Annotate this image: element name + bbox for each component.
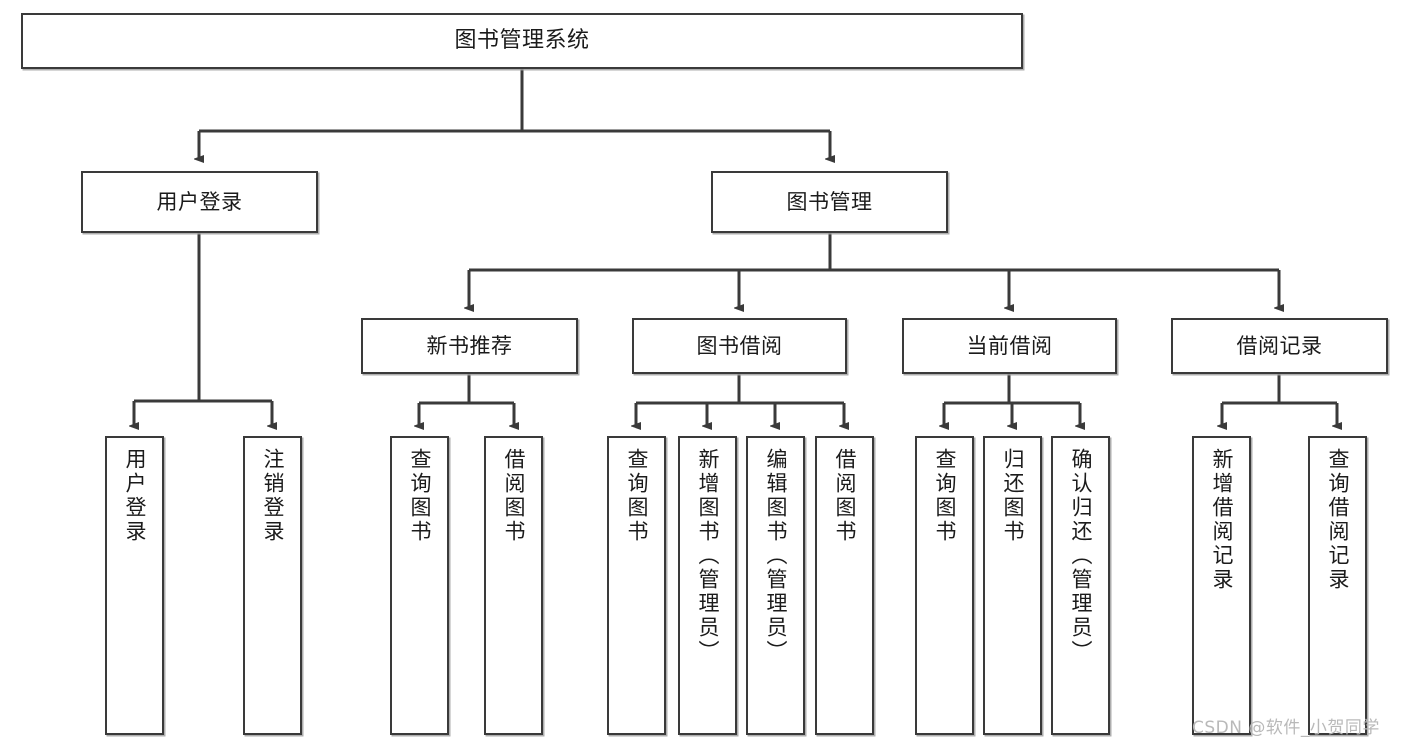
node-label: 编辑图书（管理员） (764, 448, 788, 664)
leaf-new-book-query[interactable]: 查询图书 (390, 436, 449, 735)
leaf-borrow-record-query[interactable]: 查询借阅记录 (1308, 436, 1367, 735)
leaf-book-borrow-query[interactable]: 查询图书 (607, 436, 666, 735)
leaf-book-borrow-borrow[interactable]: 借阅图书 (815, 436, 874, 735)
node-label: 借阅图书 (833, 448, 857, 544)
leaf-user-login-login[interactable]: 用户登录 (105, 436, 164, 735)
node-label: 图书管理系统 (454, 27, 590, 53)
node-label: 查询图书 (625, 448, 649, 544)
node-label: 图书管理 (786, 189, 873, 214)
node-borrow-record[interactable]: 借阅记录 (1171, 318, 1388, 374)
node-label: 归还图书 (1001, 448, 1025, 544)
node-new-book-recommend[interactable]: 新书推荐 (361, 318, 578, 374)
leaf-current-borrow-confirm-admin[interactable]: 确认归还（管理员） (1051, 436, 1110, 735)
node-label: 查询图书 (933, 448, 957, 544)
node-label: 借阅图书 (502, 448, 526, 544)
node-label: 查询借阅记录 (1326, 448, 1350, 592)
leaf-book-borrow-edit-admin[interactable]: 编辑图书（管理员） (746, 436, 805, 735)
node-book-management[interactable]: 图书管理 (711, 171, 948, 233)
node-user-login[interactable]: 用户登录 (81, 171, 318, 233)
node-root-system[interactable]: 图书管理系统 (21, 13, 1023, 69)
node-label: 查询图书 (408, 448, 432, 544)
node-label: 当前借阅 (966, 333, 1053, 358)
leaf-user-login-logout[interactable]: 注销登录 (243, 436, 302, 735)
leaf-current-borrow-return[interactable]: 归还图书 (983, 436, 1042, 735)
node-label: 用户登录 (123, 448, 147, 544)
leaf-borrow-record-add[interactable]: 新增借阅记录 (1192, 436, 1251, 735)
node-label: 新增图书（管理员） (696, 448, 720, 664)
node-label: 新书推荐 (426, 333, 513, 358)
node-book-borrow[interactable]: 图书借阅 (632, 318, 847, 374)
leaf-current-borrow-query[interactable]: 查询图书 (915, 436, 974, 735)
node-label: 图书借阅 (696, 333, 783, 358)
node-label: 确认归还（管理员） (1069, 448, 1093, 664)
node-label: 注销登录 (261, 448, 285, 544)
leaf-new-book-borrow[interactable]: 借阅图书 (484, 436, 543, 735)
node-label: 用户登录 (156, 189, 243, 214)
node-label: 借阅记录 (1236, 333, 1323, 358)
node-label: 新增借阅记录 (1210, 448, 1234, 592)
node-current-borrow[interactable]: 当前借阅 (902, 318, 1117, 374)
leaf-book-borrow-add-admin[interactable]: 新增图书（管理员） (678, 436, 737, 735)
